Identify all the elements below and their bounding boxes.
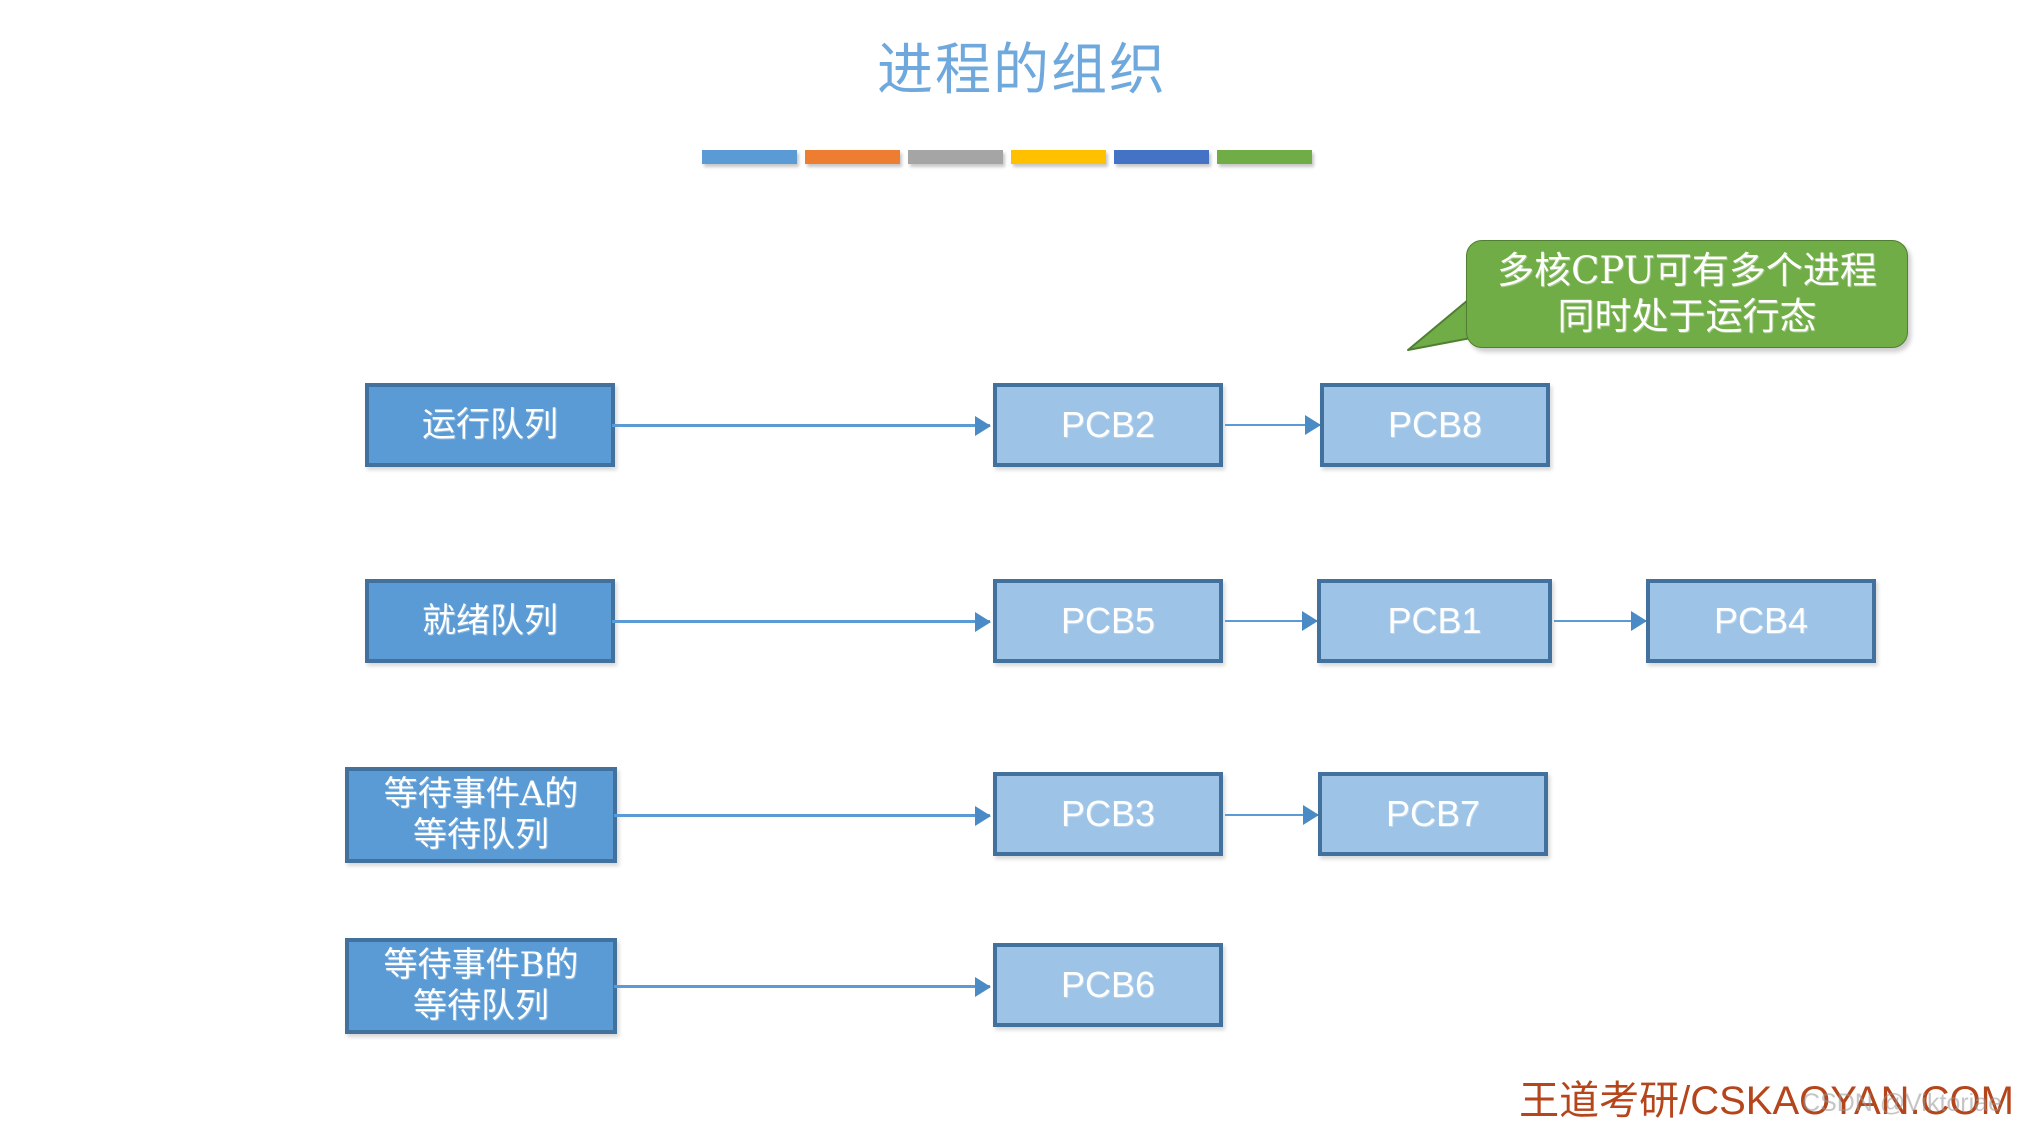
queue-label-text: 等待事件A的 等待队列 bbox=[383, 774, 579, 855]
connector-pcb5-to-pcb1 bbox=[1225, 620, 1317, 622]
page-title: 进程的组织 bbox=[877, 38, 1167, 103]
accent-bar-gold bbox=[1011, 150, 1106, 164]
queue-label-wait-a[interactable]: 等待事件A的 等待队列 bbox=[345, 767, 617, 863]
callout-line-2: 同时处于运行态 bbox=[1557, 295, 1817, 338]
connector-wait-a-to-pcb3 bbox=[614, 814, 990, 817]
brand-watermark: 王道考研/CSKAOYAN.COM bbox=[1519, 1079, 2014, 1123]
connector-pcb1-to-pcb4 bbox=[1554, 620, 1646, 622]
connector-pcb2-to-pcb8 bbox=[1225, 424, 1320, 426]
node-pcb4[interactable]: PCB4 bbox=[1646, 579, 1876, 663]
node-pcb7[interactable]: PCB7 bbox=[1318, 772, 1548, 856]
node-label: PCB1 bbox=[1387, 600, 1482, 641]
accent-bar-darkblue bbox=[1114, 150, 1209, 164]
accent-bar-green bbox=[1217, 150, 1312, 164]
accent-bar-gray bbox=[908, 150, 1003, 164]
callout-multicore-note: 多核CPU可有多个进程 同时处于运行态 bbox=[1407, 240, 1908, 351]
node-label: PCB8 bbox=[1387, 404, 1483, 445]
connector-running-to-pcb2 bbox=[612, 424, 990, 427]
node-label: PCB3 bbox=[1060, 793, 1156, 834]
node-pcb6[interactable]: PCB6 bbox=[993, 943, 1223, 1027]
queue-label-text: 运行队列 bbox=[422, 404, 558, 445]
node-label: PCB4 bbox=[1713, 600, 1809, 641]
queue-label-text: 就绪队列 bbox=[422, 600, 558, 641]
callout-bubble: 多核CPU可有多个进程 同时处于运行态 bbox=[1466, 240, 1908, 348]
accent-bar-orange bbox=[805, 150, 900, 164]
connector-wait-b-to-pcb6 bbox=[614, 985, 990, 988]
connector-pcb3-to-pcb7 bbox=[1225, 814, 1318, 816]
node-label: PCB6 bbox=[1060, 964, 1156, 1005]
title-accent-bars bbox=[702, 150, 1312, 164]
node-pcb8[interactable]: PCB8 bbox=[1320, 383, 1550, 467]
queue-label-text: 等待事件B的 等待队列 bbox=[383, 945, 579, 1026]
node-label: PCB5 bbox=[1060, 600, 1156, 641]
node-pcb2[interactable]: PCB2 bbox=[993, 383, 1223, 467]
queue-label-running[interactable]: 运行队列 bbox=[365, 383, 615, 467]
connector-ready-to-pcb5 bbox=[612, 620, 990, 623]
node-pcb1[interactable]: PCB1 bbox=[1317, 579, 1552, 663]
node-label: PCB7 bbox=[1385, 793, 1481, 834]
node-pcb5[interactable]: PCB5 bbox=[993, 579, 1223, 663]
node-label: PCB2 bbox=[1060, 404, 1156, 445]
node-pcb3[interactable]: PCB3 bbox=[993, 772, 1223, 856]
callout-line-1: 多核CPU可有多个进程 bbox=[1497, 249, 1877, 293]
queue-label-wait-b[interactable]: 等待事件B的 等待队列 bbox=[345, 938, 617, 1034]
queue-label-ready[interactable]: 就绪队列 bbox=[365, 579, 615, 663]
accent-bar-blue bbox=[702, 150, 797, 164]
